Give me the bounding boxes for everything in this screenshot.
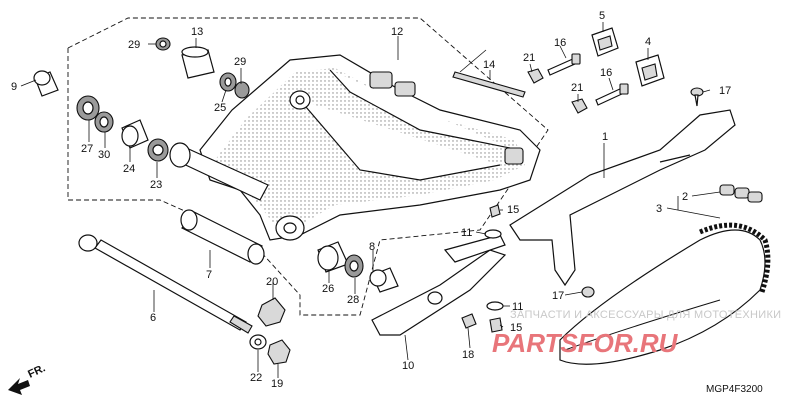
drive-chain[interactable] (559, 222, 771, 365)
callout-19: 19 (271, 378, 283, 390)
diagram-code: MGP4F3200 (706, 384, 763, 395)
front-direction-arrow: FR. (8, 362, 47, 395)
seal-29-right[interactable] (234, 81, 250, 99)
collar-11-upper[interactable] (484, 229, 502, 239)
callout-9: 9 (11, 81, 17, 93)
callout-2: 2 (682, 191, 688, 203)
pivot-collar[interactable] (180, 209, 265, 265)
leader-lines (20, 22, 721, 378)
callout-10: 10 (402, 360, 414, 372)
callout-29-right: 29 (234, 56, 246, 68)
washer-22[interactable] (249, 334, 267, 350)
callout-12: 12 (391, 26, 403, 38)
callout-11-upper: 11 (461, 227, 472, 239)
callout-8: 8 (369, 241, 375, 253)
callout-1: 1 (602, 131, 608, 143)
nut-19[interactable] (267, 339, 291, 365)
bushing-9[interactable] (33, 70, 59, 97)
bearing-stack-left[interactable] (76, 95, 169, 162)
callout-14: 14 (483, 59, 495, 71)
chain-slider[interactable] (371, 234, 507, 336)
swingarm[interactable] (169, 54, 541, 241)
callout-27: 27 (81, 143, 93, 155)
callout-11-lower: 11 (512, 301, 523, 313)
callout-labels: 1 2 3 4 5 6 7 8 9 10 11 11 12 13 14 15 1… (11, 10, 731, 390)
callout-6: 6 (150, 312, 156, 324)
callout-22: 22 (250, 372, 262, 384)
nut-21-lower[interactable] (571, 98, 588, 114)
callout-28: 28 (347, 294, 359, 306)
callout-7: 7 (206, 269, 212, 281)
callout-18: 18 (462, 349, 474, 361)
callout-17-lower: 17 (552, 290, 564, 302)
callout-5: 5 (599, 10, 605, 22)
callout-21-upper: 21 (523, 52, 535, 64)
callout-21-lower: 21 (571, 82, 583, 94)
guard-rail-14[interactable] (452, 71, 526, 98)
bolt-15-upper[interactable] (489, 204, 501, 218)
screw-17-upper[interactable] (690, 87, 704, 107)
direction-label: FR. (26, 362, 47, 380)
nut-21-upper[interactable] (527, 68, 544, 84)
callout-20: 20 (266, 276, 278, 288)
callout-24: 24 (123, 163, 135, 175)
bolt-16-lower[interactable] (595, 83, 629, 106)
callout-23: 23 (150, 179, 162, 191)
callout-26: 26 (322, 283, 334, 295)
callout-13: 13 (191, 26, 203, 38)
callout-16-lower: 16 (600, 67, 612, 79)
mount-rubber-4[interactable] (635, 54, 665, 87)
watermark-tagline: ЗАПЧАСТИ И АКСЕССУАРЫ ДЛЯ МОТОТЕХНИКИ (510, 309, 781, 321)
screw-17-lower[interactable] (581, 286, 595, 298)
collar-13[interactable] (181, 46, 215, 79)
pivot-bolt[interactable] (78, 234, 253, 334)
callout-17-upper: 17 (719, 85, 731, 97)
chain-guard[interactable] (509, 109, 736, 287)
callout-30: 30 (98, 149, 110, 161)
callout-15-lower: 15 (510, 322, 522, 334)
collar-8[interactable] (369, 267, 399, 293)
chain-joint[interactable] (719, 184, 763, 203)
bolt-16-upper[interactable] (547, 53, 581, 76)
callout-25: 25 (214, 102, 226, 114)
callout-16-upper: 16 (554, 37, 566, 49)
bolt-18[interactable] (461, 313, 477, 329)
bearing-26[interactable] (317, 241, 349, 273)
watermark-logo: PARTSFOR.RU (492, 328, 679, 358)
callout-29-left: 29 (128, 39, 140, 51)
collar-11-lower[interactable] (486, 301, 504, 311)
seal-28[interactable] (344, 254, 364, 278)
callout-15-upper: 15 (507, 204, 519, 216)
callout-3: 3 (656, 203, 662, 215)
mount-rubber-5[interactable] (591, 27, 619, 57)
nut-20[interactable] (257, 297, 286, 327)
bolt-15-lower[interactable] (489, 317, 503, 333)
callout-4: 4 (645, 36, 651, 48)
bearing-25[interactable] (219, 72, 237, 92)
assembly-outline (67, 17, 549, 316)
seal-29-left[interactable] (155, 37, 171, 51)
